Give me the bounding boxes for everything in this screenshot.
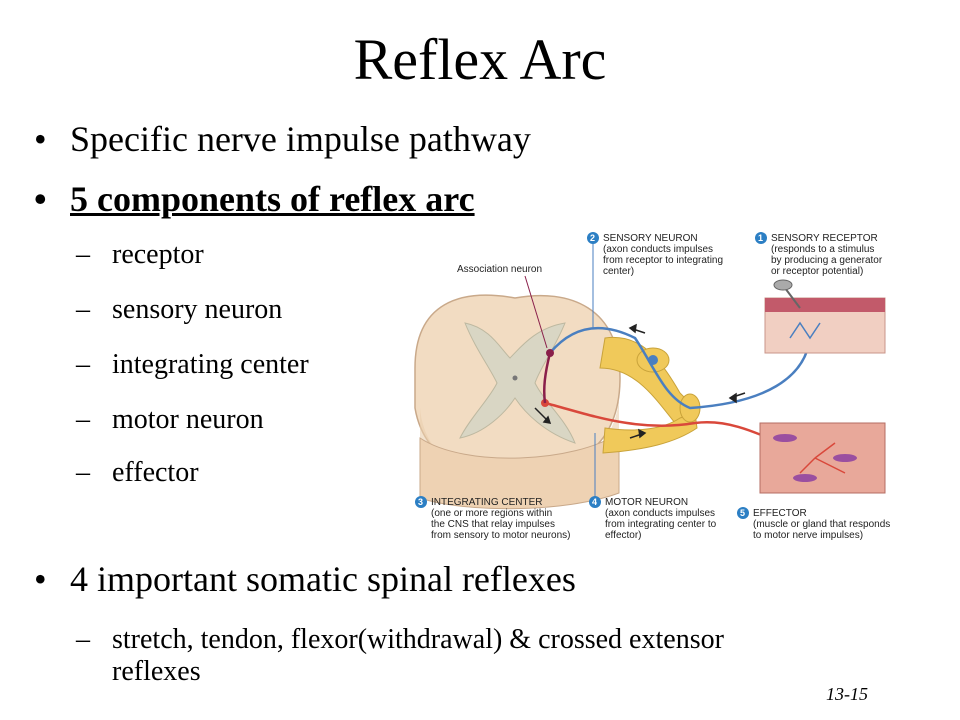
component-integrating-center: –integrating center (76, 349, 309, 381)
callout-line: (axon conducts impulses (603, 244, 713, 255)
reflex-arc-diagram: Association neuron 1 SENSORY RECEPTOR (r… (414, 232, 890, 541)
component-motor-neuron: –motor neuron (76, 404, 264, 436)
association-neuron: Association neuron (457, 264, 554, 404)
callout-number: 1 (758, 233, 763, 243)
callout-effector: 5 EFFECTOR (muscle or gland that respond… (737, 507, 890, 541)
callout-line: from integrating center to (605, 519, 717, 530)
callout-line: from sensory to motor neurons) (431, 530, 571, 541)
association-neuron-label: Association neuron (457, 264, 542, 275)
skin-receptor (764, 279, 886, 354)
muscle-effector (759, 422, 886, 494)
dash-marker: – (76, 239, 90, 270)
dash-marker: – (76, 349, 90, 380)
callout-line: the CNS that relay impulses (431, 519, 555, 530)
component-text: sensory neuron (112, 294, 283, 325)
callout-heading: INTEGRATING CENTER (431, 497, 542, 508)
sensory-neuron-path (549, 242, 812, 410)
callout-sensory-receptor: 1 SENSORY RECEPTOR (responds to a stimul… (755, 232, 883, 277)
spinal-cord-base (419, 432, 620, 510)
callout-motor-neuron: 4 MOTOR NEURON (axon conducts impulses f… (589, 496, 717, 541)
component-text: integrating center (112, 349, 309, 380)
callout-line: (muscle or gland that responds (753, 519, 890, 530)
bullet-text: Specific nerve impulse pathway (70, 119, 531, 159)
bullet-marker: • (34, 179, 47, 219)
callout-number: 2 (590, 233, 595, 243)
callout-number: 5 (740, 508, 745, 518)
component-receptor: –receptor (76, 239, 204, 271)
callout-line: (responds to a stimulus (771, 244, 874, 255)
bullet-somatic-reflexes: • 4 important somatic spinal reflexes (34, 559, 576, 600)
callout-heading: MOTOR NEURON (605, 497, 688, 508)
bullet-text: 5 components of reflex arc (70, 179, 475, 219)
dash-marker: – (76, 624, 90, 655)
reflex-list-continued: reflexes (112, 656, 201, 687)
callout-sensory-neuron: 2 SENSORY NEURON (axon conducts impulses… (587, 232, 723, 277)
callout-line: (one or more regions within (431, 508, 552, 519)
bullet-pathway: • Specific nerve impulse pathway (34, 119, 531, 160)
callout-line: (axon conducts impulses (605, 508, 715, 519)
component-text: receptor (112, 239, 204, 270)
callout-line: center) (603, 266, 634, 277)
callout-line: or receptor potential) (771, 266, 863, 277)
direction-arrows (534, 323, 746, 439)
component-effector: –effector (76, 457, 199, 489)
reflex-list-text: stretch, tendon, flexor(withdrawal) & cr… (112, 624, 724, 655)
reflex-list: –stretch, tendon, flexor(withdrawal) & c… (76, 624, 936, 656)
callout-number: 4 (592, 497, 597, 507)
bullet-components: • 5 components of reflex arc (34, 179, 475, 220)
callout-line: by producing a generator (771, 255, 883, 266)
callout-line: from receptor to integrating (603, 255, 723, 266)
bullet-marker: • (34, 559, 47, 599)
callout-heading: EFFECTOR (753, 508, 807, 519)
page-number: 13-15 (826, 684, 868, 704)
bullet-text: 4 important somatic spinal reflexes (70, 559, 576, 599)
callout-number: 3 (418, 497, 423, 507)
dash-marker: – (76, 457, 90, 488)
callout-heading: SENSORY RECEPTOR (771, 233, 878, 244)
callout-integrating-center: 3 INTEGRATING CENTER (one or more region… (415, 496, 571, 541)
component-text: motor neuron (112, 404, 264, 435)
callout-line: to motor nerve impulses) (753, 530, 863, 541)
slide-title: Reflex Arc (353, 27, 607, 92)
callout-line: effector) (605, 530, 642, 541)
dash-marker: – (76, 294, 90, 325)
dash-marker: – (76, 404, 90, 435)
bullet-marker: • (34, 119, 47, 159)
component-text: effector (112, 457, 199, 488)
callout-heading: SENSORY NEURON (603, 233, 698, 244)
component-sensory-neuron: –sensory neuron (76, 294, 283, 326)
